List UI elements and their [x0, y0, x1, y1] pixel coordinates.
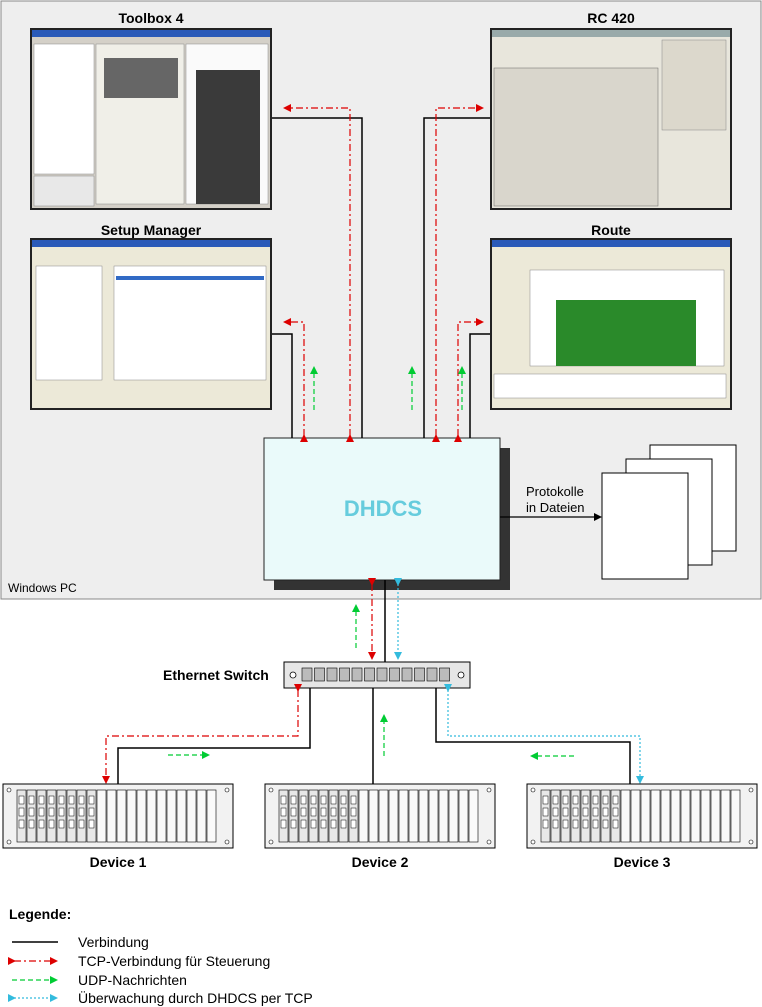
device-slot — [418, 789, 429, 843]
device-slot — [388, 789, 399, 843]
device-slot — [176, 789, 187, 843]
setup-manager-window — [30, 238, 272, 410]
device-label-1: Device 1 — [89, 854, 147, 870]
device-slot — [660, 789, 671, 843]
toolbox4-window — [30, 28, 272, 210]
device-slot — [126, 789, 137, 843]
switch-port — [401, 667, 413, 682]
device-rack-2 — [264, 783, 496, 849]
device-slot — [136, 789, 147, 843]
device-slot — [710, 789, 721, 843]
device-slot — [398, 789, 409, 843]
switch-port — [351, 667, 363, 682]
device-slot — [700, 789, 711, 843]
legend-item-connection: Verbindung — [78, 934, 149, 950]
switch-port — [314, 667, 325, 682]
device-slot — [640, 789, 651, 843]
log-files-stack — [601, 444, 737, 580]
device-slot — [196, 789, 207, 843]
device-label-3: Device 3 — [613, 854, 671, 870]
tcp-arrow — [283, 104, 354, 442]
device-slot — [146, 789, 157, 843]
device-slot — [368, 789, 379, 843]
switch-port — [301, 667, 313, 682]
device-slot — [458, 789, 469, 843]
device-rack-1 — [2, 783, 234, 849]
ethernet-switch-label: Ethernet Switch — [163, 667, 269, 683]
device-slot — [468, 789, 479, 843]
device-slot — [408, 789, 419, 843]
switch-port — [326, 667, 338, 682]
device-slot — [106, 789, 117, 843]
switch-port — [376, 667, 388, 682]
switch-port — [439, 667, 450, 682]
device-slot — [720, 789, 731, 843]
app-title-route: Route — [591, 222, 631, 238]
device-slot — [116, 789, 127, 843]
device-slot — [206, 789, 217, 843]
dhdcs-label: DHDCS — [343, 496, 423, 521]
device-slot — [448, 789, 459, 843]
device-slot — [378, 789, 389, 843]
files-label-line2: in Dateien — [526, 500, 585, 515]
device-slot — [438, 789, 449, 843]
windows-pc-label: Windows PC — [8, 581, 77, 595]
device-slot — [166, 789, 177, 843]
app-title-setup-manager: Setup Manager — [100, 222, 202, 238]
monitor-arrow — [444, 684, 644, 784]
switch-port — [339, 667, 350, 682]
legend-item-udp: UDP-Nachrichten — [78, 972, 187, 988]
app-title-rc420: RC 420 — [587, 10, 635, 26]
rc420-window — [490, 28, 732, 210]
tcp-arrow — [283, 318, 308, 442]
legend-item-tcp: TCP-Verbindung für Steuerung — [78, 953, 271, 969]
legend-title: Legende: — [9, 906, 72, 922]
tcp-arrow — [432, 104, 484, 442]
device-slot — [730, 789, 741, 843]
tcp-arrow — [102, 684, 302, 784]
app-title-toolbox4: Toolbox 4 — [118, 10, 184, 26]
legend-item-monitor: Überwachung durch DHDCS per TCP — [78, 990, 313, 1006]
switch-port — [389, 667, 400, 682]
device-slot — [670, 789, 681, 843]
switch-port — [364, 667, 375, 682]
switch-port — [414, 667, 425, 682]
device-label-2: Device 2 — [351, 854, 409, 870]
ethernet-switch — [283, 661, 471, 689]
device-slot — [620, 789, 631, 843]
device-slot — [428, 789, 439, 843]
route-window — [490, 238, 732, 410]
device-slot — [156, 789, 167, 843]
files-label-line1: Protokolle — [526, 484, 584, 499]
tcp-arrow — [454, 318, 484, 442]
device-rack-3 — [526, 783, 758, 849]
device-slot — [650, 789, 661, 843]
device-slot — [186, 789, 197, 843]
device-slot — [96, 789, 107, 843]
device-slot — [358, 789, 369, 843]
switch-port — [426, 667, 438, 682]
device-slot — [630, 789, 641, 843]
device-slot — [680, 789, 691, 843]
dhdcs-server-box — [263, 437, 501, 581]
connection-line — [435, 688, 631, 784]
device-slot — [690, 789, 701, 843]
